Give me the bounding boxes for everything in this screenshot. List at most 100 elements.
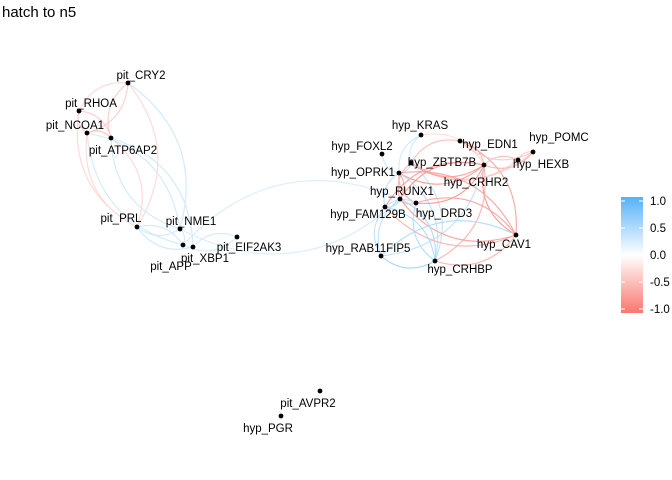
edge-pit_ATP6AP2-pit_PRL (110, 137, 143, 228)
node-label-pit_EIF2AK3: pit_EIF2AK3 (217, 242, 282, 254)
edge-hyp_EDN1-hyp_POMC (459, 140, 534, 161)
node-pit_AVPR2 (317, 388, 323, 394)
node-hyp_FOXL2 (379, 151, 385, 157)
edge-hyp_CAV1-hyp_CRHBP (434, 234, 517, 266)
edge-hyp_RUNX1-hyp_RAB11FIP5 (377, 198, 401, 257)
edge-pit_CRY2-pit_PRL (127, 82, 159, 228)
node-pit_NME1 (177, 226, 183, 232)
edge-hyp_CRHR2-hyp_CAV1 (482, 164, 517, 236)
node-label-pit_APP: pit_APP (150, 261, 192, 273)
edge-pit_CRY2-pit_RHOA (78, 82, 129, 112)
node-label-pit_NME1: pit_NME1 (166, 216, 217, 228)
node-hyp_CRHR2 (481, 162, 487, 168)
node-label-hyp_RUNX1: hyp_RUNX1 (370, 186, 434, 198)
edge-hyp_KRAS-hyp_CRHR2 (420, 133, 485, 166)
legend-tick-label: 1.0 (650, 196, 666, 208)
node-hyp_OPRK1 (396, 170, 402, 176)
edge-hyp_KRAS-hyp_OPRK1 (398, 134, 422, 174)
legend-tick-label: 0.0 (650, 250, 666, 262)
node-label-hyp_FAM129B: hyp_FAM129B (330, 209, 406, 221)
node-label-hyp_HEXB: hyp_HEXB (513, 159, 570, 171)
edge-pit_XBP1-pit_EIF2AK3 (192, 232, 238, 248)
edge-pit_RHOA-pit_ATP6AP2 (78, 110, 112, 139)
node-label-hyp_EDN1: hyp_EDN1 (462, 139, 518, 151)
node-label-hyp_OPRK1: hyp_OPRK1 (331, 167, 395, 179)
node-pit_RHOA (76, 108, 82, 114)
edge-hyp_FAM129B-hyp_RAB11FIP5 (373, 206, 386, 257)
legend-tick-label: -0.5 (650, 277, 670, 289)
edge-hyp_EDN1-hyp_ZBTB7B (410, 139, 461, 164)
node-label-hyp_FOXL2: hyp_FOXL2 (331, 141, 392, 153)
node-label-pit_NCOA1: pit_NCOA1 (46, 120, 104, 132)
edge-hyp_OPRK1-hyp_FAM129B (383, 172, 400, 208)
node-hyp_EDN1 (457, 138, 463, 144)
node-hyp_FAM129B (382, 204, 388, 210)
edge-pit_CRY2-pit_NME1 (127, 82, 187, 230)
edge-layer (76, 82, 534, 269)
edge-pit_NME1-hyp_RUNX1 (179, 198, 401, 255)
node-pit_NCOA1 (84, 130, 90, 136)
node-label-hyp_RAB11FIP5: hyp_RAB11FIP5 (326, 243, 411, 255)
edge-hyp_FAM129B-hyp_CRHBP (384, 206, 436, 262)
node-pit_PRL (134, 224, 140, 230)
edge-pit_NCOA1-pit_PRL (85, 132, 138, 228)
edge-hyp_OPRK1-hyp_CAV1 (398, 171, 517, 236)
node-pit_CRY2 (125, 80, 131, 86)
edge-hyp_CAV1-hyp_RAB11FIP5 (380, 220, 517, 257)
edge-pit_PRL-pit_APP (136, 224, 184, 246)
node-label-hyp_CRHBP: hyp_CRHBP (427, 264, 493, 276)
edge-hyp_OPRK1-hyp_CRHR2 (398, 164, 485, 185)
node-hyp_DRD3 (413, 200, 419, 206)
node-hyp_KRAS (418, 132, 424, 138)
edge-hyp_CRHR2-hyp_FAM129B (384, 161, 485, 208)
node-pit_EIF2AK3 (234, 234, 240, 240)
plot-title: hatch to n5 (2, 4, 77, 21)
edge-hyp_RUNX1-hyp_CRHBP (399, 198, 436, 262)
node-hyp_ZBTB7B (408, 160, 414, 166)
edge-hyp_HEXB-hyp_CRHR2 (483, 155, 519, 166)
edge-pit_NCOA1-pit_NME1 (86, 132, 181, 230)
edge-pit_APP-hyp_RUNX1 (182, 180, 401, 246)
node-hyp_HEXB (515, 157, 521, 163)
node-hyp_POMC (530, 149, 536, 155)
node-label-hyp_DRD3: hyp_DRD3 (416, 208, 472, 220)
edge-hyp_DRD3-hyp_CAV1 (415, 197, 517, 236)
edge-hyp_EDN1-hyp_CRHR2 (459, 140, 485, 166)
node-label-pit_ATP6AP2: pit_ATP6AP2 (89, 145, 157, 157)
node-label-hyp_KRAS: hyp_KRAS (392, 120, 449, 132)
node-label-pit_CRY2: pit_CRY2 (116, 70, 165, 82)
edge-hyp_RUNX1-hyp_CAV1 (399, 198, 517, 242)
edge-pit_ATP6AP2-pit_NME1 (110, 137, 181, 230)
node-hyp_PGR (278, 413, 284, 419)
legend-tick-label: -1.0 (650, 304, 670, 316)
edge-pit_NCOA1-pit_ATP6AP2 (86, 130, 112, 139)
node-pit_APP (180, 242, 186, 248)
node-label-hyp_PGR: hyp_PGR (243, 423, 293, 435)
edge-pit_PRL-pit_XBP1 (136, 226, 194, 250)
node-label-pit_PRL: pit_PRL (101, 213, 143, 225)
node-hyp_RUNX1 (397, 196, 403, 202)
color-legend: 1.0 0.5 0.0 -0.5 -1.0 (621, 196, 670, 316)
edge-hyp_FOXL2-hyp_OPRK1 (381, 153, 400, 174)
node-hyp_RAB11FIP5 (378, 253, 384, 259)
edge-hyp_FAM129B-hyp_CAV1 (384, 206, 517, 247)
node-label-hyp_CRHR2: hyp_CRHR2 (444, 177, 509, 189)
node-layer (76, 80, 536, 419)
node-label-hyp_ZBTB7B: hyp_ZBTB7B (408, 157, 477, 169)
edge-hyp_DRD3-hyp_CRHBP (412, 202, 436, 262)
edge-hyp_ZBTB7B-hyp_CRHR2 (410, 162, 485, 178)
legend-colorbar (621, 197, 643, 313)
edge-pit_ATP6AP2-pit_XBP1 (110, 137, 194, 248)
edge-hyp_CRHR2-hyp_RAB11FIP5 (380, 164, 485, 257)
edge-pit_CRY2-pit_ATP6AP2 (107, 82, 129, 139)
node-hyp_CRHBP (432, 258, 438, 264)
node-label-hyp_CAV1: hyp_CAV1 (477, 239, 531, 251)
node-hyp_CAV1 (513, 232, 519, 238)
node-label-pit_AVPR2: pit_AVPR2 (280, 398, 335, 410)
node-label-pit_RHOA: pit_RHOA (65, 98, 117, 110)
edge-pit_APP-pit_EIF2AK3 (182, 236, 238, 252)
edge-hyp_CRHR2-hyp_DRD3 (415, 164, 485, 205)
legend-tick-label: 0.5 (650, 223, 666, 235)
edge-pit_NCOA1-pit_APP (86, 132, 184, 246)
